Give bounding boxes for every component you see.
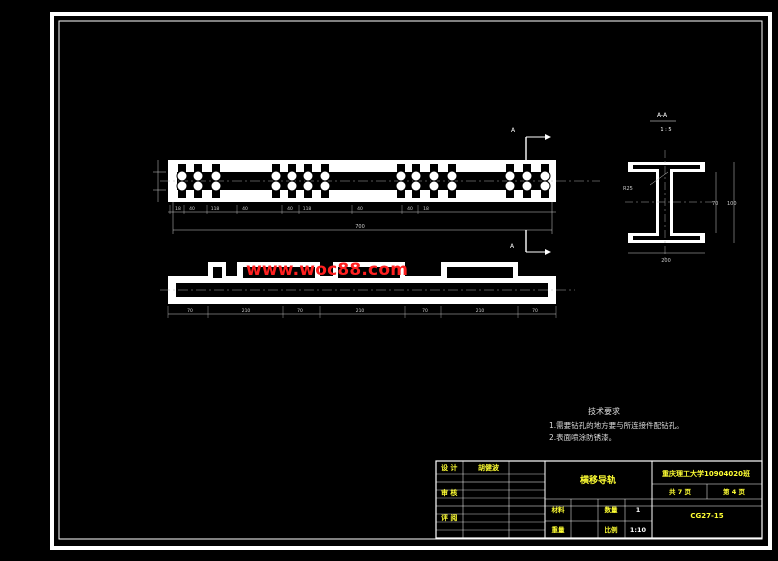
front-view: 70 210 70 210 70 210 70 [160,262,575,318]
hole [302,164,314,198]
dimension-label: 70 [297,308,303,314]
dimension-label: 210 [242,308,251,314]
technical-requirements: 技术要求 1.需要钻孔的地方要与所连接件配钻孔。 2.表面喷涂防锈漆。 [549,406,684,442]
dimension-label: 40 [407,206,413,212]
tech-note-2: 2.表面喷涂防锈漆。 [549,432,616,442]
section-view: A-A 1 : 5 R25 200 70 100 [623,112,737,264]
section-outer-height-dim: 100 [727,201,737,207]
hole [210,164,222,198]
dimension-label: 40 [287,206,293,212]
tech-note-1: 1.需要钻孔的地方要与所连接件配钻孔。 [549,420,684,430]
section-label-a-top: A [511,127,516,134]
hole [521,164,533,198]
dimension-label: 40 [242,206,248,212]
inner-frame [58,20,763,540]
section-mark-bottom: A [510,230,551,255]
dimension-label: 18 [175,206,181,212]
row-label-design: 设 计 [441,463,457,472]
row-label-evaluate: 评 阅 [441,513,457,522]
hole [410,164,422,198]
hole [504,164,516,198]
section-width-dim: 200 [661,258,671,264]
dimension-label: 210 [356,308,365,314]
outer-frame [50,12,772,550]
row-label-review: 审 核 [441,488,457,497]
top-view: 18 40 118 40 40 118 40 40 18 700 [153,160,600,234]
scale-label: 比例 [605,525,619,534]
watermark: www.woc88.com [246,260,409,280]
quantity-value: 1 [636,506,641,514]
drawing-number: CG27-15 [690,512,723,520]
hole [319,164,331,198]
sheet-number: 第 4 页 [723,487,746,496]
hole [176,164,188,198]
scale-value: 1:10 [630,526,647,534]
hole [286,164,298,198]
sheet-total: 共 7 页 [669,487,692,496]
title-block-text: 设 计 胡健波 审 核 评 阅 横移导轨 重庆理工大学10904020班 共 7… [441,463,750,534]
dimension-label: 210 [476,308,485,314]
dimension-label: 40 [189,206,195,212]
dimension-label: 118 [303,206,312,212]
title-block [435,460,763,539]
designer-name: 胡健波 [478,463,500,472]
hole [270,164,282,198]
front-view-dimensions: 70 210 70 210 70 210 70 [167,306,557,318]
section-view-title: A-A [657,112,668,119]
hole [539,164,551,198]
section-view-scale: 1 : 5 [660,127,671,133]
dimension-label: 70 [532,308,538,314]
section-inner-height-dim: 70 [712,201,718,207]
school-name: 重庆理工大学10904020班 [662,469,750,478]
tech-notes-heading: 技术要求 [588,406,620,416]
hole [428,164,440,198]
hole [192,164,204,198]
hole [395,164,407,198]
dimension-label: 70 [187,308,193,314]
dimension-label: 70 [422,308,428,314]
material-label: 材料 [551,505,566,514]
hole-row [176,164,551,198]
part-name: 横移导轨 [580,474,616,486]
top-view-overall-dim: 700 [355,224,365,230]
hole [446,164,458,198]
dimension-label: 18 [423,206,429,212]
dimension-label: 40 [357,206,363,212]
top-view-dimensions: 18 40 118 40 40 118 40 40 18 [169,205,429,214]
section-label-a-bottom: A [510,243,515,250]
weight-label: 重量 [552,525,566,534]
quantity-label: 数量 [605,505,619,514]
section-mark-top: A [511,127,551,160]
dimension-label: 118 [211,206,220,212]
section-radius-label: R25 [623,186,633,192]
